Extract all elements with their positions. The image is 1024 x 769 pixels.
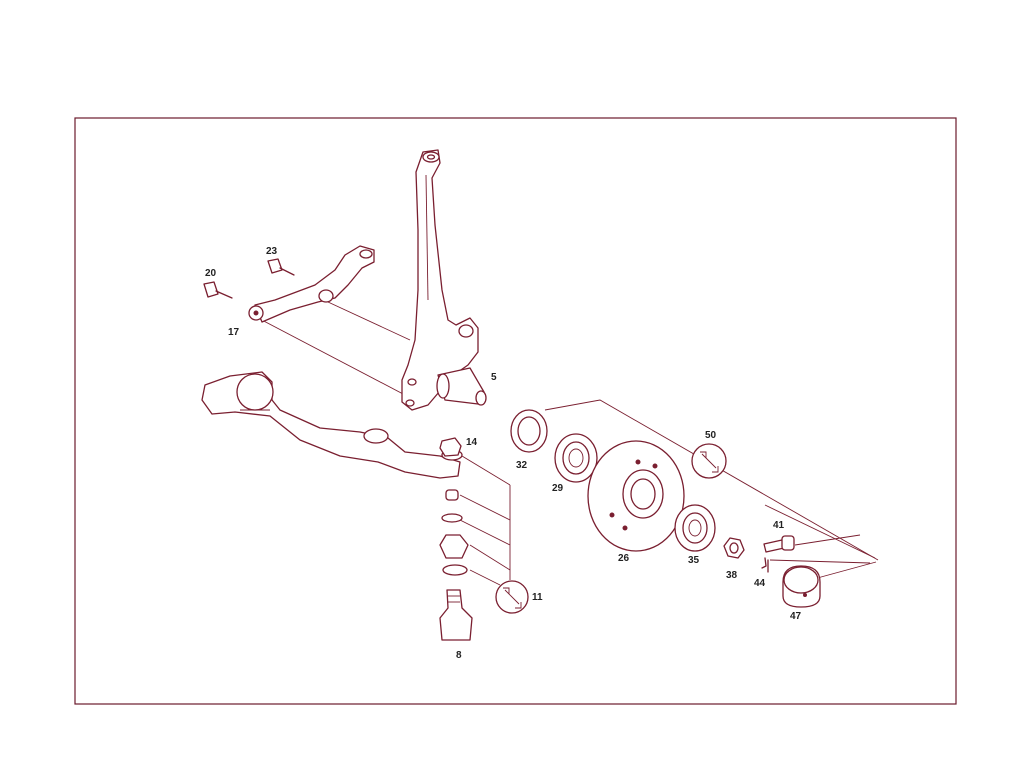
bearing-29: [554, 433, 598, 483]
part-label-20: 20: [205, 268, 217, 279]
leader-lines: [257, 301, 879, 586]
part-label-38: 38: [726, 570, 738, 581]
steering-arm: [248, 245, 375, 323]
part-label-29: 29: [552, 483, 564, 494]
part-label-14: 14: [466, 437, 478, 448]
part-label-41: 41: [773, 520, 785, 531]
wrench-icon: [691, 443, 727, 479]
nut-38: [723, 537, 745, 559]
steering-knuckle: [401, 149, 487, 411]
part-label-11: 11: [532, 592, 543, 603]
diagram-frame: [74, 117, 957, 705]
part-label-17: 17: [228, 327, 240, 338]
screw-41: [763, 535, 795, 553]
part-label-8: 8: [456, 650, 462, 661]
hub-disc-26: [587, 440, 685, 552]
part-label-47: 47: [790, 611, 802, 622]
part-label-32: 32: [516, 460, 528, 471]
part-label-50: 50: [705, 430, 717, 441]
part-label-26: 26: [618, 553, 630, 564]
bolt-23: [267, 258, 295, 276]
clip-44: [761, 557, 769, 573]
part-label-23: 23: [266, 246, 278, 257]
ball-joint-parts: [439, 437, 473, 641]
part-label-44: 44: [754, 578, 766, 589]
bolt-20: [203, 281, 233, 299]
part-label-35: 35: [688, 555, 700, 566]
part-label-5: 5: [491, 372, 497, 383]
seal-32: [510, 409, 548, 453]
cap-47: [782, 565, 821, 608]
bearing-35: [674, 504, 716, 552]
wrench-icon: [495, 580, 529, 614]
